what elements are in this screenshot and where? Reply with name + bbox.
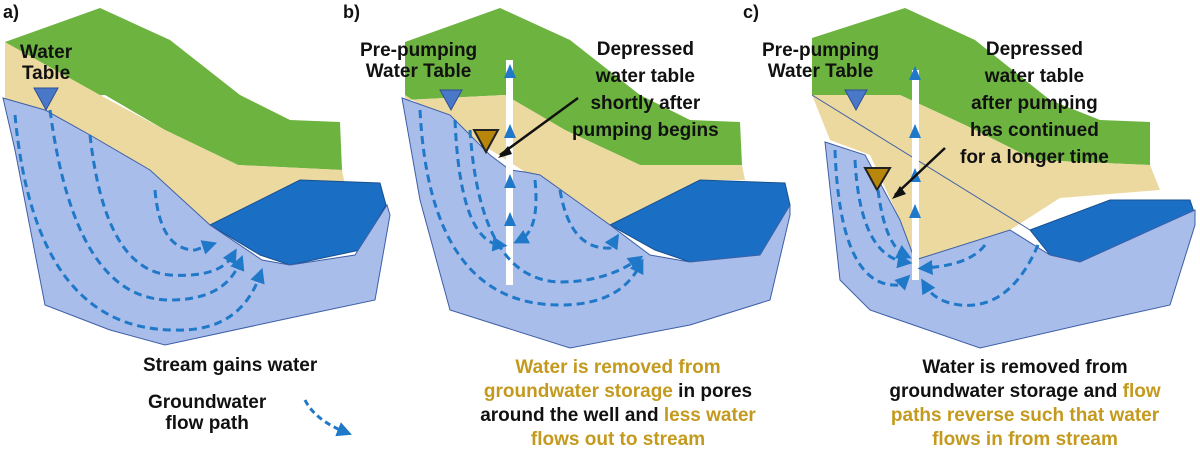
caption-line: paths reverse such that water (855, 404, 1195, 428)
caption-line: groundwater storage and flow (855, 380, 1195, 404)
label-line: flow path (165, 413, 249, 434)
panel-a-block (2, 8, 391, 437)
caption-line: groundwater storage in pores (448, 380, 788, 404)
pointer-arrow (499, 96, 579, 157)
highlighted-text: flows out to stream (530, 429, 706, 450)
highlighted-text: flow (1122, 381, 1161, 402)
grass-surface (405, 8, 742, 165)
flow-paths (833, 149, 1040, 307)
depressed-water-table-marker (472, 129, 500, 155)
well-casing (506, 60, 513, 285)
panel-b-label: b) (343, 2, 360, 22)
panel-c-block (811, 8, 1196, 349)
depressed-water-table-marker (863, 167, 892, 193)
groundwater-zone (2, 97, 391, 346)
caption-line: around the well and less water (448, 404, 788, 428)
label-line: Table (21, 63, 71, 84)
highlighted-text: paths reverse such that water (890, 405, 1160, 426)
label-line: Water Table (365, 61, 472, 82)
pre-pumping-water-table-marker (844, 89, 868, 112)
highlighted-text: flows in from stream (932, 429, 1118, 450)
label-line: Pre-pumping (360, 40, 478, 61)
label-line: Depressed (985, 39, 1084, 60)
label-line: shortly after (590, 93, 701, 114)
groundwater-zone (824, 141, 1196, 349)
caption-line: Water is removed from (855, 356, 1195, 380)
depressed-water-table-label: Depressed water table shortly after pump… (572, 36, 719, 144)
label-line: Water Table (767, 61, 874, 82)
soil-layer (405, 95, 745, 225)
well-up-arrows (504, 64, 516, 226)
panel-a-label: a) (3, 2, 20, 22)
label-line: water table (595, 66, 695, 87)
caption-line: Water is removed from (448, 356, 788, 380)
caption-line: flows in from stream (855, 428, 1195, 452)
flow-paths (418, 109, 644, 307)
pointer-arrow-head (892, 186, 906, 199)
highlighted-text: groundwater storage (483, 381, 673, 402)
caption-text: in pores (672, 381, 753, 402)
pointer-arrow-head (498, 146, 512, 158)
label-line: Pre-pumping (762, 40, 880, 61)
panel-b-block (401, 8, 791, 349)
label-line: pumping begins (572, 120, 719, 141)
caption-line: flows out to stream (448, 428, 788, 452)
flow-paths (13, 109, 265, 332)
pre-pumping-water-table-label: Pre-pumping Water Table (762, 40, 879, 82)
highlighted-text: Water is removed from (515, 357, 721, 378)
soil-layer (5, 42, 345, 225)
caption-text: around the well and (480, 405, 664, 426)
legend-flow-arrow-icon (303, 399, 352, 437)
pointer-arrow (894, 147, 946, 196)
stream-gains-caption: Stream gains water (143, 355, 318, 376)
label-line: Depressed (596, 39, 694, 60)
label-line: after pumping (971, 93, 1098, 114)
depressed-water-table-label: Depressed water table after pumping has … (960, 36, 1109, 171)
water-table-label: Water Table (20, 42, 72, 84)
caption-text: Water is removed from (922, 357, 1128, 378)
caption-text: groundwater storage and (889, 381, 1123, 402)
label-line: for a longer time (960, 147, 1109, 168)
panel-c-label: c) (743, 2, 760, 22)
grass-surface (812, 8, 1150, 165)
soil-layer (812, 95, 1160, 260)
pre-pumping-water-table-marker (439, 89, 463, 112)
label-line: has continued (970, 120, 1099, 141)
label-line: Groundwater (148, 392, 267, 413)
label-line: Water (20, 42, 73, 63)
legend-label: Groundwater flow path (148, 392, 266, 434)
pre-pumping-water-table-line (811, 94, 1031, 231)
grass-surface (5, 8, 342, 170)
pre-pumping-water-table-label: Pre-pumping Water Table (360, 40, 477, 82)
water-table-marker (33, 87, 59, 112)
label-line: water table (984, 66, 1085, 87)
highlighted-text: less water (663, 405, 756, 426)
